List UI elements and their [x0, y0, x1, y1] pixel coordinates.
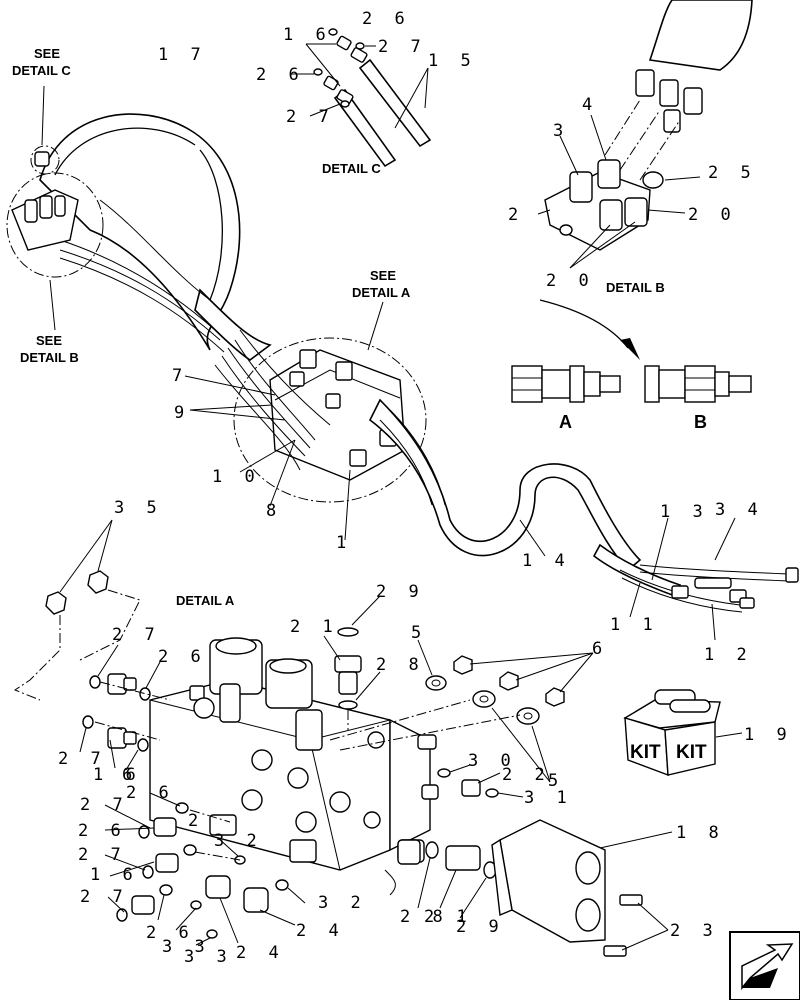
- detail-b-reference: [6, 172, 104, 331]
- callout-28-b: 2 8: [400, 907, 449, 927]
- callout-13: 1 3: [660, 502, 709, 522]
- coupler-b-drawing: [644, 365, 752, 403]
- detail-c-illustration: [290, 28, 432, 168]
- callout-33-b: 3 3: [184, 947, 233, 967]
- nuts-35: [13, 519, 141, 701]
- see-detail-c-line1: SEE: [34, 46, 60, 61]
- callout-6-right: 6: [592, 639, 608, 659]
- callout-35: 3 5: [114, 498, 163, 518]
- valve-assembly-mid: [184, 301, 427, 541]
- callout-15: 1 5: [428, 51, 477, 71]
- see-detail-c-line2: DETAIL C: [12, 63, 71, 78]
- callout-16-top: 1 6: [283, 25, 332, 45]
- callout-26-a: 2 6: [158, 647, 207, 667]
- callout-27-top: 2 7: [378, 37, 427, 57]
- callout-26-e: 2 6: [146, 923, 195, 943]
- kit-label-right: KIT: [676, 742, 707, 763]
- see-detail-a-line2: DETAIL A: [352, 285, 411, 300]
- callout-30: 3 0: [468, 751, 517, 771]
- callout-26-c: 2 6: [126, 783, 175, 803]
- coupler-a-label: A: [559, 412, 572, 432]
- callout-numbers: 1 7 1 6 2 6 2 7 2 6 1 5 2 7 3 4 2 5 2 2 …: [58, 9, 793, 967]
- hose-ends-right: [519, 517, 799, 641]
- callout-9: 9: [174, 403, 190, 423]
- callout-3-detail-b: 3: [553, 121, 569, 141]
- caption-labels: SEE DETAIL C SEE DETAIL B SEE DETAIL A D…: [12, 46, 707, 763]
- see-detail-b-line2: DETAIL B: [20, 350, 79, 365]
- callout-28-top: 2 8: [376, 655, 425, 675]
- callout-27-b: 2 7: [58, 749, 107, 769]
- valve-block-detail-a: [149, 637, 439, 896]
- washers-nuts-5-6: [329, 639, 594, 783]
- see-detail-b-line1: SEE: [36, 333, 62, 348]
- detail-b-illustration: [537, 0, 753, 269]
- callout-34: 3 4: [715, 500, 764, 520]
- coupler-b-label: B: [694, 412, 707, 432]
- callout-10: 1 0: [212, 467, 261, 487]
- fittings-21-28-29-top: [323, 595, 381, 730]
- callout-20-bottom: 2 0: [546, 271, 595, 291]
- callout-33-a: 3 3: [162, 937, 211, 957]
- callout-27-mid: 2 7: [286, 107, 335, 127]
- callout-6-a: 6: [122, 765, 138, 785]
- callout-20-right: 2 0: [688, 205, 737, 225]
- callout-29-b: 2 9: [456, 917, 505, 937]
- callout-5-top: 5: [411, 623, 427, 643]
- callout-24-a: 2 4: [236, 943, 285, 963]
- callout-2-c: 2: [188, 811, 204, 831]
- callout-21-top: 2 1: [290, 617, 339, 637]
- hose-14: [368, 398, 642, 572]
- kit-box-19: [623, 689, 743, 777]
- callout-27-e: 2 7: [80, 887, 129, 907]
- callout-4-detail-b: 4: [582, 95, 598, 115]
- callout-27-d: 2 7: [78, 845, 127, 865]
- kit-label-left: KIT: [630, 742, 661, 763]
- detail-c-title: DETAIL C: [322, 161, 381, 176]
- next-page-arrow-icon[interactable]: [729, 931, 800, 1000]
- callout-7: 7: [172, 366, 188, 386]
- callout-11: 1 1: [610, 615, 659, 635]
- fittings-22-30-31: [437, 764, 524, 798]
- lower-fittings-detail-a: [104, 792, 306, 946]
- callout-16-b: 1 6: [90, 865, 139, 885]
- callout-16-a: 1 6: [93, 765, 142, 785]
- callout-2-detail-b: 2: [508, 205, 524, 225]
- callout-31: 3 1: [524, 788, 573, 808]
- callout-26-top: 2 6: [362, 9, 411, 29]
- callout-29-top: 2 9: [376, 582, 425, 602]
- callout-12: 1 2: [704, 645, 753, 665]
- coupler-a-drawing: [511, 365, 621, 403]
- bracket-18-and-fittings: [397, 819, 673, 957]
- detail-b-title: DETAIL B: [606, 280, 665, 295]
- callout-27-c: 2 7: [80, 795, 129, 815]
- callout-17: 1 7: [158, 45, 207, 65]
- callout-32-a: 3 2: [214, 831, 263, 851]
- callout-23: 2 3: [670, 921, 719, 941]
- callout-26-d: 2 6: [78, 821, 127, 841]
- callout-8: 8: [266, 501, 282, 521]
- callout-32-b: 3 2: [318, 893, 367, 913]
- callout-27-a: 2 7: [112, 625, 161, 645]
- callout-21-b: 2 1: [424, 907, 473, 927]
- see-detail-a-line1: SEE: [370, 268, 396, 283]
- hose-bundle-17: [39, 113, 272, 361]
- callout-26-mid: 2 6: [256, 65, 305, 85]
- callout-19: 1 9: [744, 725, 793, 745]
- callout-22: 2 2: [502, 765, 551, 785]
- callout-14: 1 4: [522, 551, 571, 571]
- callout-24-b: 2 4: [296, 921, 345, 941]
- callout-1: 1: [336, 533, 352, 553]
- callout-25: 2 5: [708, 163, 757, 183]
- callout-5-right: 5: [548, 771, 564, 791]
- left-fittings-detail-a: [79, 644, 171, 771]
- detail-a-title: DETAIL A: [176, 593, 235, 608]
- coupler-arrow: [539, 299, 640, 360]
- callout-18: 1 8: [676, 823, 725, 843]
